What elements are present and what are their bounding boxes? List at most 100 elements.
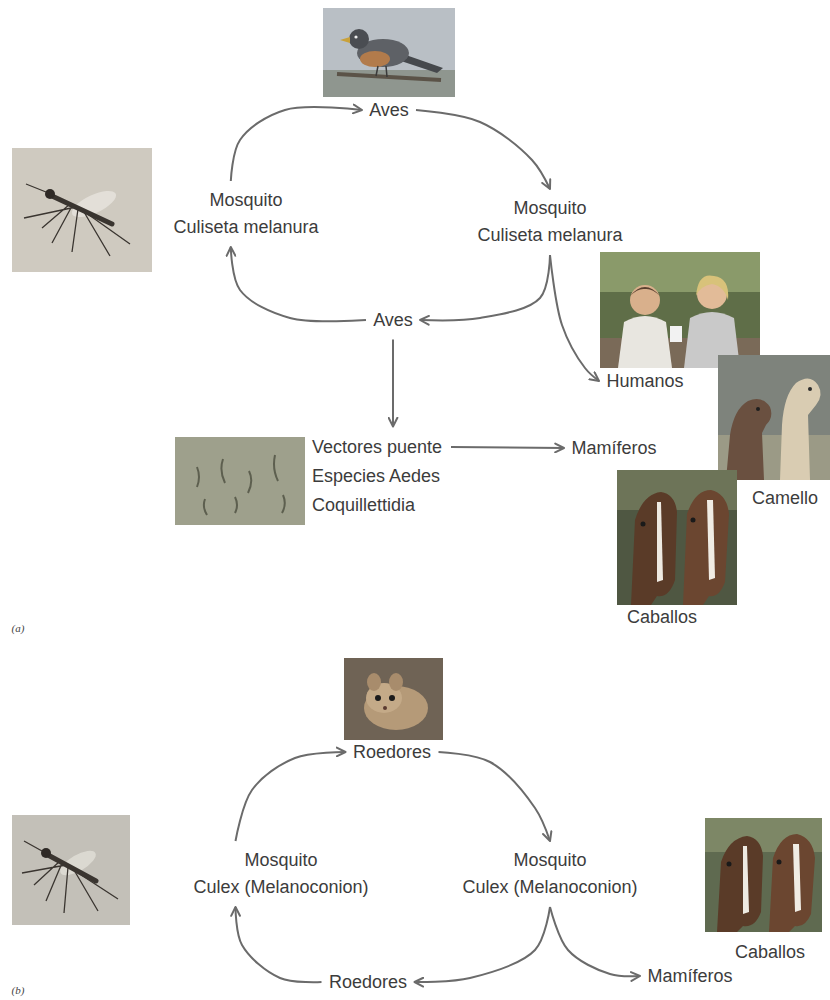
cycle-node: Roedores (350, 737, 435, 768)
photo-ground (718, 355, 830, 480)
rodent-ear (389, 673, 403, 691)
cycle-node: Mamíferos (644, 961, 736, 992)
panel-letter: (b) (12, 984, 25, 996)
node-text: Mamíferos (647, 966, 732, 986)
person-hair (696, 275, 728, 300)
rodent-photo (344, 658, 443, 740)
horse-blaze (707, 500, 715, 580)
larvae-photo (175, 437, 305, 525)
rodent-nose (383, 706, 387, 710)
mosquito-photo (12, 148, 152, 272)
line-spacer (476, 195, 512, 221)
node-text: Vectores puente Especies Aedes Coquillet… (312, 437, 442, 515)
rodent-eye (389, 695, 395, 701)
mosquito-photo (12, 815, 130, 925)
node-text: Mosquito Culex (Melanoconion) (462, 850, 637, 897)
node-text: Mosquito Culiseta melanura (477, 198, 622, 245)
photo-ground (12, 148, 152, 272)
node-text: Aves (373, 310, 413, 330)
arrow-connector (231, 247, 366, 321)
photo-ground (175, 437, 305, 525)
arrow-connector (392, 340, 394, 427)
bird-breast (360, 51, 390, 67)
photo-ground (617, 470, 737, 605)
bird-beak (340, 37, 350, 43)
bird-photo (323, 8, 455, 97)
bird-eye (354, 35, 357, 38)
photo-caption: Camello (752, 488, 818, 509)
mosquito-legs (24, 184, 130, 256)
arrow-connector (550, 907, 640, 976)
horse-eye (727, 862, 732, 867)
text-block: Mosquito Culiseta melanura (476, 195, 624, 249)
photo-ground (600, 252, 760, 292)
line-spacer (443, 433, 445, 461)
rodent-eye (375, 695, 381, 701)
horse-eye (641, 522, 646, 527)
photo-ground (705, 818, 822, 932)
photo-ground (344, 658, 443, 740)
text-block: Mosquito Culex (Melanoconion) (461, 847, 639, 901)
mosquito-head (45, 189, 55, 199)
camel-head (726, 399, 771, 480)
node-text: Humanos (606, 371, 683, 391)
arrow-connector (231, 107, 362, 181)
node-text: Mosquito Culex (Melanoconion) (193, 850, 368, 897)
text-block: Roedores (328, 969, 409, 996)
mosquito-body (48, 855, 96, 881)
horse-head (769, 834, 815, 932)
cycle-node: Mosquito Culiseta melanura (170, 185, 322, 243)
camel-eye (808, 387, 812, 391)
cycle-node: Mosquito Culex (Melanoconion) (459, 845, 641, 903)
horses-photo (617, 470, 737, 605)
arrow-connector (420, 255, 550, 320)
node-text: Roedores (353, 742, 431, 762)
node-text: Aves (369, 100, 409, 120)
bird-head (349, 29, 369, 49)
arrow-connector (236, 907, 322, 982)
photo-ground (600, 252, 760, 368)
horse-eye (777, 860, 782, 865)
line-spacer (588, 847, 639, 873)
photo-ground (323, 70, 455, 97)
horse-blaze (793, 844, 801, 912)
cycle-node: Aves (370, 305, 416, 336)
horse-head (631, 492, 677, 605)
camel-photo (718, 355, 830, 480)
cycle-node: Mosquito Culiseta melanura (474, 193, 626, 251)
node-text: Roedores (329, 972, 407, 992)
node-text: Mamíferos (571, 438, 656, 458)
line-spacer (284, 187, 320, 213)
photo-caption: Caballos (735, 942, 805, 963)
arrow-connector (236, 752, 346, 841)
text-block: Vectores puente Especies Aedes Coquillet… (312, 433, 445, 520)
bird-legs (376, 66, 387, 77)
person-head (630, 285, 660, 315)
cycle-node: Aves (366, 95, 412, 126)
larvae (197, 455, 285, 515)
text-block: Aves (368, 97, 410, 124)
horses-photo (705, 818, 822, 932)
line-spacer (192, 847, 243, 873)
camel-head (780, 378, 821, 480)
cup (670, 326, 682, 342)
photo-caption: Caballos (627, 607, 697, 628)
photo-ground (323, 8, 455, 97)
horse-blaze (743, 846, 749, 914)
horse-head (683, 490, 729, 605)
text-block: Mosquito Culex (Melanoconion) (192, 847, 370, 901)
arrow-connector (439, 752, 551, 841)
mosquito-legs (22, 841, 118, 913)
cycle-node: Mosquito Culex (Melanoconion) (190, 845, 372, 903)
line-spacer (461, 847, 512, 873)
line-spacer (172, 187, 208, 213)
humans-photo (600, 252, 760, 368)
text-block: Mamíferos (570, 435, 658, 462)
horse-blaze (657, 502, 663, 582)
horse-head (717, 836, 763, 932)
cycle-node: Roedores (326, 967, 411, 998)
cycle-node: Vectores puente Especies Aedes Coquillet… (310, 431, 447, 522)
